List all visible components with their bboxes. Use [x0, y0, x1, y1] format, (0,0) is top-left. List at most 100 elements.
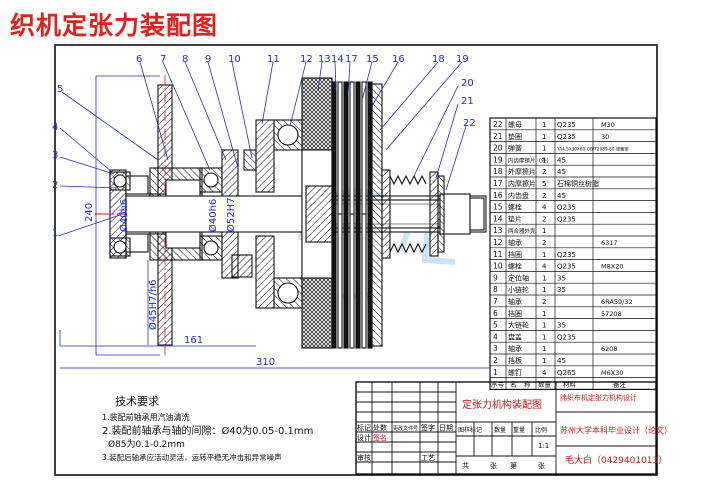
bom-cell-no: 6 — [493, 309, 498, 318]
bom-cell-material: Q235 — [557, 251, 576, 259]
bom-cell-material: 35 — [557, 286, 566, 294]
bom-cell-qty: 2 — [542, 239, 546, 247]
bom-cell-qty: 1 — [542, 145, 546, 153]
bom-cell-qty: 2 — [542, 215, 546, 223]
school-name: 苏州大学本科毕业设计（论文） — [560, 425, 672, 435]
bom-cell-no: 13 — [493, 226, 503, 235]
bom-cell-no: 9 — [493, 273, 498, 282]
tb-sheet-unit: 张 — [490, 461, 497, 470]
bom-cell-name: 挡圈 — [508, 309, 522, 318]
bom-cell-qty: 1 — [542, 156, 546, 164]
bom-cell-material: 35 — [557, 274, 566, 282]
dim-40h6-left: Ø40h6 — [118, 199, 130, 232]
balloon-3: 3 — [52, 150, 58, 161]
bom-cell-name: 垫片 — [508, 214, 522, 223]
bom-cell-no: 10 — [493, 262, 503, 271]
student-name: 毛大白（0429401013） — [565, 454, 667, 466]
bom-header-name: 名 — [510, 379, 517, 388]
bom-cell-note: M8X20 — [601, 263, 623, 271]
bom-cell-material: Q235 — [557, 121, 576, 129]
balloon-11: 11 — [267, 54, 280, 65]
bom-cell-material: 45 — [557, 168, 566, 176]
page-title: 织机定张力装配图 — [10, 11, 219, 40]
project-name: 纬织布机定张力机构设计 — [560, 393, 637, 402]
technical-requirements: 技术要求 1.装配前轴承用汽油清洗 2.装配前轴承与轴的间隙：Ø40为0.05-… — [102, 395, 313, 462]
bom-cell-name: 轴承 — [508, 344, 522, 353]
bom-cell-material: Q265 — [557, 369, 576, 377]
bom-cell-no: 8 — [493, 285, 498, 294]
bom-cell-no: 17 — [493, 179, 503, 188]
bom-cell-no: 2 — [493, 356, 498, 365]
tech-req-item-2: 2.装配前轴承与轴的间隙：Ø40为0.05-0.1mm — [102, 424, 313, 437]
title-block — [355, 381, 657, 475]
bom-cell-name: 螺母 — [508, 120, 522, 129]
bom-cell-no: 21 — [493, 132, 503, 141]
tb-label-pattern: 图样标记 — [458, 426, 482, 434]
bom-cell-material: Q235 — [557, 263, 576, 271]
tech-req-item-1: 1.装配前轴承用汽油清洗 — [102, 412, 190, 422]
tb-label-scale: 比例 — [535, 426, 547, 434]
bom-cell-qty: 2 — [542, 192, 546, 200]
tb-label-sign: 签字 — [421, 423, 435, 432]
bom-header-no: 序号 — [491, 379, 505, 388]
bom-cell-no: 4 — [493, 332, 498, 341]
bom-cell-name: 小链轮 — [508, 285, 529, 294]
balloon-16: 16 — [392, 54, 405, 65]
bom-header-qty: 数量 — [538, 379, 552, 388]
bom-frame — [489, 117, 657, 390]
bom-cell-qty: 2 — [542, 168, 546, 176]
bom-cell-qty: 1 — [542, 133, 546, 141]
tech-req-heading: 技术要求 — [115, 395, 159, 408]
balloon-9: 9 — [205, 54, 211, 65]
balloon-1: 1 — [52, 228, 58, 239]
balloon-5: 5 — [57, 84, 63, 95]
dimension-lines — [59, 75, 491, 372]
balloon-15: 15 — [366, 54, 379, 65]
compression-spring — [389, 174, 427, 254]
tb-label-mark: 标记 — [357, 423, 371, 432]
tb-label-date: 日期 — [439, 424, 453, 432]
bom-cell-note: M30 — [601, 121, 615, 129]
bom-cell-material: 45 — [557, 357, 566, 365]
bom-cell-qty: 1 — [542, 286, 546, 294]
balloon-2: 2 — [52, 180, 58, 191]
tb-sheet-unit2: 张 — [538, 461, 545, 470]
bom-cell-material: 45 — [557, 192, 566, 200]
bom-cell-no: 18 — [493, 167, 503, 176]
balloon-13: 13 — [318, 54, 331, 65]
bom-cell-name: 盘盖 — [508, 332, 522, 341]
bom-cell-qty: 5 — [542, 180, 546, 188]
clutch-housing — [255, 77, 445, 349]
tb-label-quantity: 数量 — [494, 426, 506, 434]
bom-cell-name: 螺钉 — [508, 368, 522, 377]
bom-cell-qty: 1 — [542, 274, 546, 282]
bom-cell-note: 6208 — [601, 345, 618, 353]
bom-cell-material: 35 — [557, 322, 566, 330]
balloon-21: 21 — [461, 96, 474, 107]
bom-cell-material: Q235 — [557, 133, 576, 141]
tb-label-signature: 签名 — [373, 433, 387, 442]
tb-label-weight: 重量 — [513, 426, 525, 434]
balloon-12: 12 — [300, 54, 313, 65]
bom-header-note: 备注 — [613, 379, 627, 388]
tb-label-review: 审核 — [357, 453, 371, 462]
dim-52H7: Ø52H7 — [225, 198, 237, 232]
balloon-18: 18 — [432, 54, 445, 65]
tb-label-design: 设计 — [357, 433, 371, 442]
balloon-17: 17 — [345, 54, 358, 65]
bom-cell-name: 内摩擦片 — [508, 179, 536, 188]
bom-cell-name: 垫圈 — [508, 132, 522, 141]
bom-cell-no: 20 — [493, 144, 503, 153]
bom-cell-name: 弹簧 — [508, 144, 522, 153]
bom-cell-qty: 4 — [542, 204, 547, 212]
bom-cell-qty: 1 — [542, 310, 546, 318]
balloon-7: 7 — [160, 54, 166, 65]
bom-cell-material: Q235 — [557, 333, 576, 341]
tech-req-item-3: Ø85为0.1-0.2mm — [108, 438, 185, 450]
bom-cell-name: 两合器外壳 — [508, 227, 536, 235]
bom-cell-name: 螺栓 — [508, 262, 522, 271]
bom-cell-material: 石棉铜丝树脂 — [557, 179, 599, 188]
bom-cell-no: 7 — [493, 297, 498, 306]
